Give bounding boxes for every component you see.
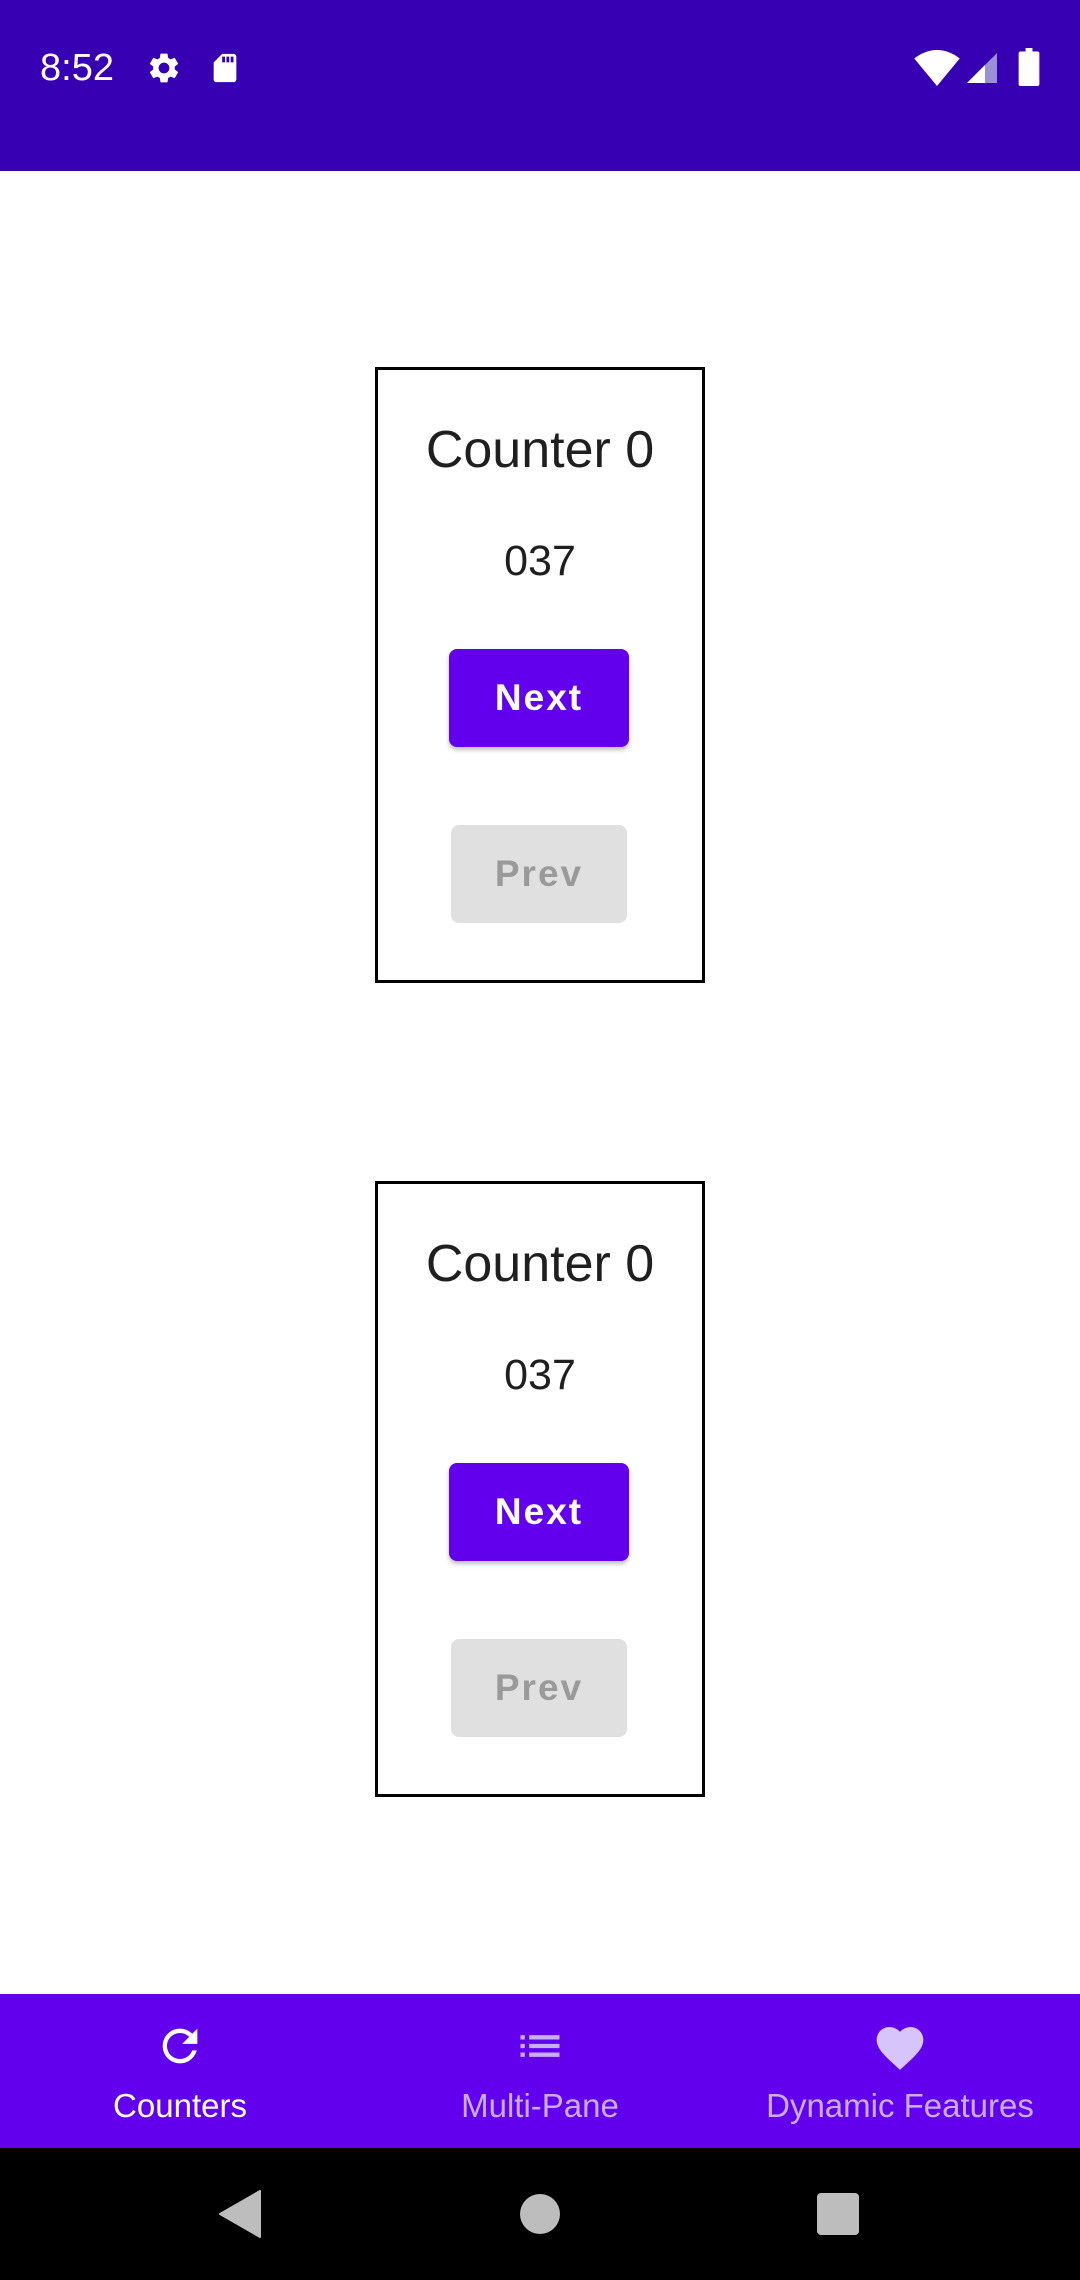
cellular-signal-icon bbox=[967, 53, 997, 83]
list-icon bbox=[520, 2035, 560, 2057]
counter-value: 037 bbox=[504, 1351, 576, 1399]
nav-label-counters: Counters bbox=[113, 2087, 247, 2124]
counter-value: 037 bbox=[504, 537, 576, 585]
nav-label-multi-pane: Multi-Pane bbox=[461, 2087, 619, 2124]
battery-icon bbox=[1018, 48, 1040, 86]
counters-screen: Counter 0 037 Next Prev Counter 0 037 Ne… bbox=[0, 171, 1080, 1994]
settings-icon bbox=[149, 53, 179, 83]
prev-button[interactable]: Prev bbox=[451, 825, 627, 923]
heart-icon bbox=[876, 2027, 924, 2070]
counter-title: Counter 0 bbox=[425, 1235, 655, 1293]
status-bar: 8:52 bbox=[0, 0, 1080, 171]
wifi-icon bbox=[914, 50, 960, 86]
counter-title: Counter 0 bbox=[425, 421, 655, 479]
system-navigation-bar bbox=[0, 2148, 1080, 2280]
recents-icon[interactable] bbox=[817, 2193, 859, 2235]
next-button[interactable]: Next bbox=[449, 1463, 629, 1561]
nav-item-dynamic-features[interactable]: Dynamic Features bbox=[720, 1994, 1080, 2148]
refresh-icon bbox=[162, 2028, 198, 2064]
nav-label-dynamic-features: Dynamic Features bbox=[766, 2087, 1034, 2124]
prev-button[interactable]: Prev bbox=[451, 1639, 627, 1737]
back-icon[interactable] bbox=[218, 2189, 262, 2239]
nav-item-multi-pane[interactable]: Multi-Pane bbox=[360, 1994, 720, 2148]
sd-card-icon bbox=[213, 53, 237, 83]
home-icon[interactable] bbox=[520, 2194, 560, 2234]
next-button[interactable]: Next bbox=[449, 649, 629, 747]
nav-item-counters[interactable]: Counters bbox=[0, 1994, 360, 2148]
counter-card: Counter 0 037 Next Prev bbox=[375, 1181, 705, 1797]
counter-card: Counter 0 037 Next Prev bbox=[375, 367, 705, 983]
bottom-navigation: Counters Multi-Pane Dynamic Features bbox=[0, 1994, 1080, 2148]
status-time: 8:52 bbox=[40, 47, 114, 89]
